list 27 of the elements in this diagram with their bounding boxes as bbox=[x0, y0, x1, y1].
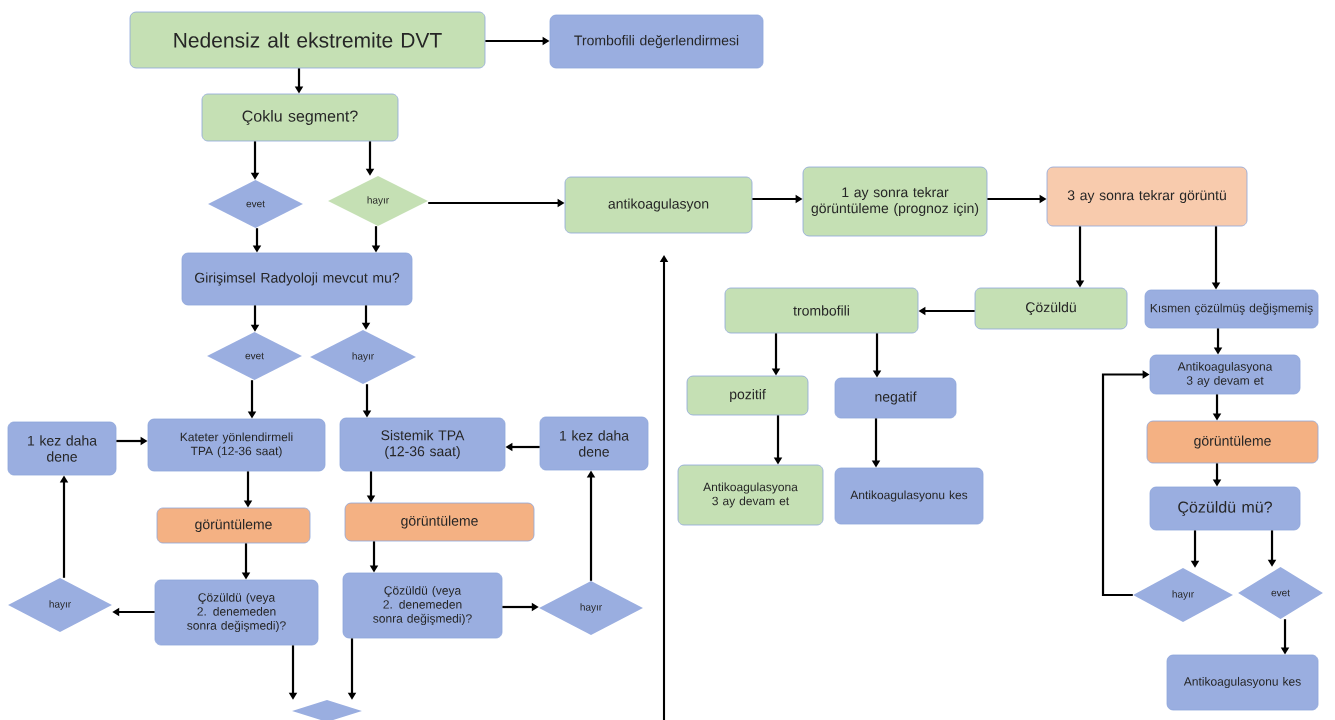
process-box: görüntüleme bbox=[1146, 420, 1319, 464]
process-box: Sistemik TPA (12-36 saat) bbox=[339, 417, 506, 472]
process-box: görüntüleme bbox=[344, 502, 535, 542]
process-box: Kateter yönlendirmeli TPA (12-36 saat) bbox=[147, 418, 326, 472]
process-box: Antikoagulasyonu kes bbox=[1166, 654, 1319, 711]
process-box: Çözüldü (veya 2. denemeden sonra değişmedi)? bbox=[342, 572, 503, 639]
process-box: Girişimsel Radyoloji mevcut mu? bbox=[181, 252, 413, 306]
process-box: negatif bbox=[834, 377, 957, 419]
process-box: Çözüldü (veya 2. denemeden sonra değişmedi)? bbox=[154, 579, 319, 646]
process-box: Antikoagulasyona 3 ay devam et bbox=[677, 464, 824, 526]
process-box: Antikoagulasyonu kes bbox=[834, 467, 984, 525]
process-box: 1 ay sonra tekrar görüntüleme (prognoz için) bbox=[802, 166, 988, 237]
process-box: 1 kez daha dene bbox=[7, 421, 117, 476]
process-box: antikoagulasyon bbox=[564, 176, 753, 234]
process-box: Antikoagulasyona 3 ay devam et bbox=[1149, 354, 1301, 395]
process-box: Çoklu segment? bbox=[201, 93, 399, 142]
process-box: trombofili bbox=[724, 287, 919, 334]
process-box: Trombofili değerlendirmesi bbox=[549, 14, 764, 69]
process-box: Kısmen çözülmüş değişmemiş bbox=[1144, 289, 1319, 329]
process-box: görüntüleme bbox=[156, 507, 311, 544]
process-box: 1 kez daha dene bbox=[539, 416, 649, 471]
process-box: Çözüldü mü? bbox=[1149, 486, 1301, 531]
decision-diamond bbox=[292, 700, 362, 720]
process-box: Nedensiz alt ekstremite DVT bbox=[129, 11, 486, 69]
process-box: pozitif bbox=[686, 375, 809, 416]
process-box: Çözüldü bbox=[974, 287, 1128, 330]
process-box: 3 ay sonra tekrar görüntü bbox=[1046, 166, 1248, 227]
